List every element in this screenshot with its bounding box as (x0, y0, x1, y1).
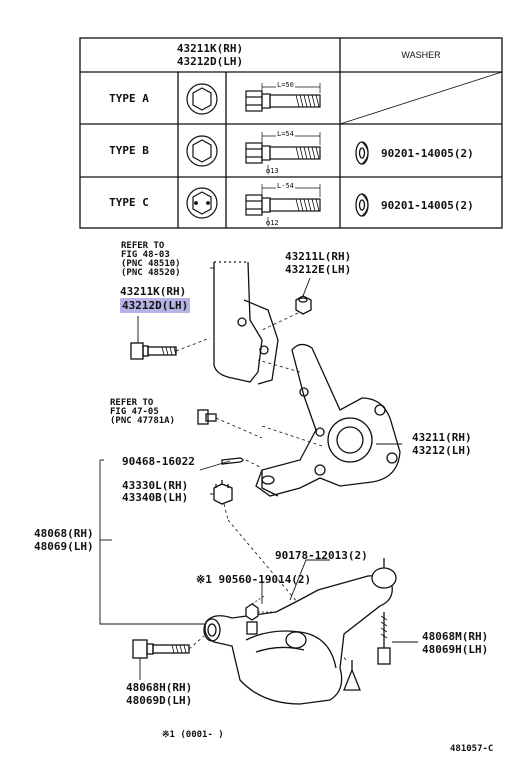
table-header-part-number: 43211K(RH) 43212D(LH) (80, 38, 340, 72)
bolt-side-views (245, 83, 321, 223)
refer-47-line3: (PNC 47781A) (110, 416, 176, 426)
type-b-length: L=54 (276, 130, 295, 138)
refer-48-line1: REFER TO (121, 241, 165, 251)
rear-bushing-rh: 48068M(RH) (422, 630, 489, 643)
type-c-length: L-54 (276, 182, 295, 190)
type-a-length: L=50 (276, 81, 295, 89)
lower-arm-lh: 48069(LH) (34, 540, 94, 553)
leader-lines (99, 267, 418, 680)
arm-pivot-bolt-drawing (132, 635, 205, 659)
refer-48-line3: (PNC 48510) (121, 259, 181, 269)
castle-nut-lh: 43340B(LH) (122, 491, 189, 504)
castle-nut-callout[interactable]: 43330L(RH) 43340B(LH) (122, 480, 188, 504)
castle-nut-rh: 43330L(RH) (122, 479, 189, 492)
strut-bracket-drawing (213, 261, 279, 385)
lower-control-arm-drawing (203, 558, 397, 705)
type-b-label: TYPE B (109, 144, 149, 157)
strut-nut-rh: 43211L(RH) (285, 250, 352, 263)
type-c-label: TYPE C (109, 196, 149, 209)
strut-bolt-lh-highlighted: 43212D(LH) (120, 298, 191, 313)
knuckle-rh: 43211(RH) (412, 431, 472, 444)
front-bushing-callout[interactable]: 48068H(RH) 48069D(LH) (126, 681, 192, 707)
knuckle-lh: 43212(LH) (412, 444, 472, 457)
steering-knuckle-drawing (255, 343, 401, 497)
lower-arm-callout[interactable]: 48068(RH) 48069(LH) (34, 527, 94, 553)
knuckle-callout[interactable]: 43211(RH) 43212(LH) (412, 431, 472, 457)
table-header-washer: WASHER (401, 50, 441, 60)
hex-head-icons (186, 83, 218, 219)
type-c-diameter: φ12 (266, 219, 279, 227)
small-bolt-and-nut-drawing (245, 595, 276, 635)
strut-bolt-drawing (130, 337, 211, 360)
bolt-pair-callout[interactable]: ※1 90560-19014(2) (196, 573, 312, 586)
rear-bushing-lh: 48069H(LH) (422, 643, 489, 656)
cotter-pin-drawing (221, 457, 263, 469)
refer-fig-47-05[interactable]: REFER TO FIG 47-05 (PNC 47781A) (110, 399, 175, 426)
refer-fig-48-03[interactable]: REFER TO FIG 48-03 (PNC 48510) (PNC 4852… (121, 242, 181, 278)
lower-arm-rh: 48068(RH) (34, 527, 94, 540)
refer-48-line4: (PNC 48520) (121, 268, 181, 278)
rear-bushing-callout[interactable]: 48068M(RH) 48069H(LH) (422, 630, 488, 656)
front-bushing-rh: 48068H(RH) (126, 681, 193, 694)
nuts-pair-callout[interactable]: 90178-12013(2) (275, 549, 368, 562)
footnote: ※1 (0001- ) (162, 730, 224, 740)
washer-icons (355, 141, 369, 217)
strut-bolt-callout[interactable]: 43211K(RH) 43212D(LH) (120, 285, 191, 313)
front-bushing-lh: 48069D(LH) (126, 694, 193, 707)
type-a-label: TYPE A (109, 91, 149, 105)
type-b-washer-part[interactable]: 90201-14005(2) (381, 147, 474, 160)
refer-47-line1: REFER TO (110, 398, 154, 408)
cotter-pin-callout[interactable]: 90468-16022 (122, 455, 195, 468)
spec-table (79, 37, 503, 229)
header-part-rh: 43211K(RH) (176, 42, 244, 55)
strut-nut-callout[interactable]: 43211L(RH) 43212E(LH) (285, 250, 351, 276)
figure-code: 481057-C (450, 744, 494, 754)
type-c-washer-part[interactable]: 90201-14005(2) (381, 199, 474, 212)
strut-bolt-rh: 43211K(RH) (120, 285, 187, 298)
refer-48-line2: FIG 48-03 (121, 250, 170, 260)
strut-nut-lh: 43212E(LH) (285, 263, 352, 276)
type-b-diameter: φ13 (266, 167, 279, 175)
refer-47-line2: FIG 47-05 (110, 407, 159, 417)
header-part-lh: 43212D(LH) (176, 55, 244, 68)
abs-sensor-bolt-drawing (197, 409, 263, 439)
